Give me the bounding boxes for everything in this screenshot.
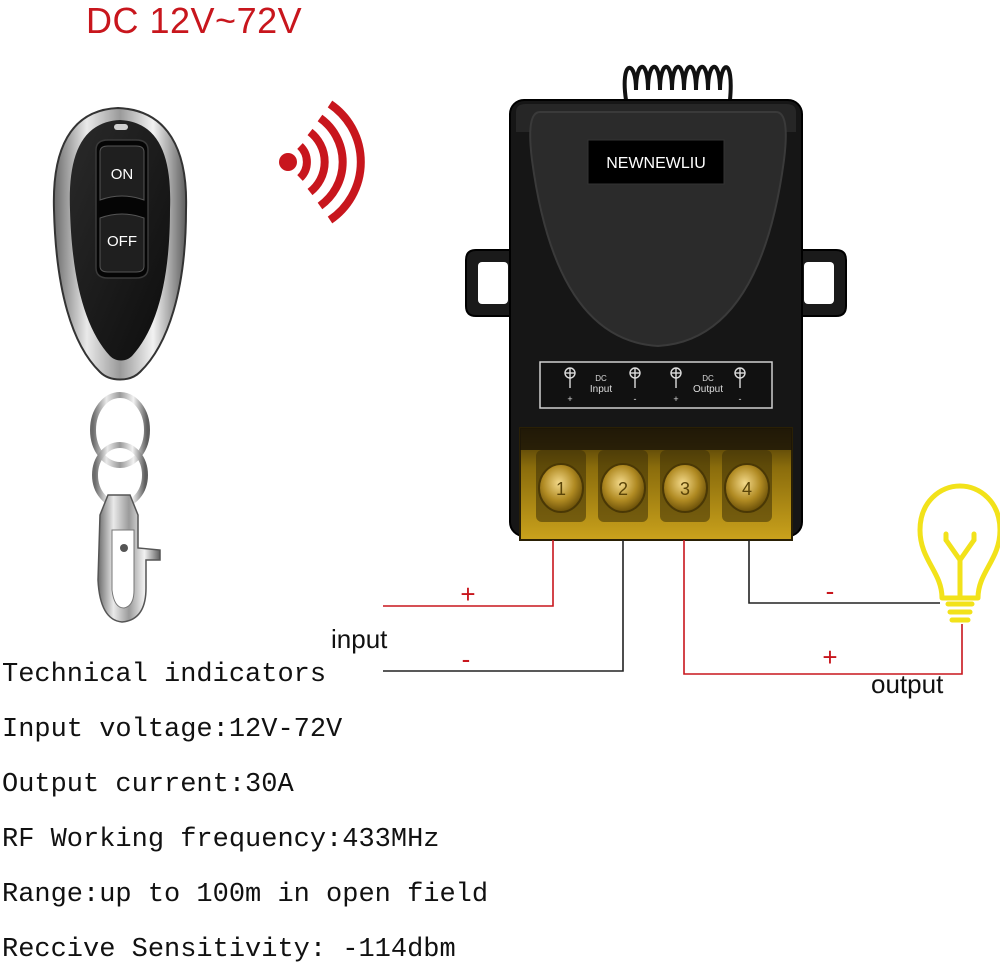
output-positive-wire — [683, 540, 963, 675]
specs-heading: Technical indicators — [2, 660, 327, 690]
terminal-screw-2[interactable]: 2 — [598, 450, 648, 522]
input-minus-sign: - — [462, 644, 471, 674]
output-label: output — [871, 669, 944, 699]
remote-off-button[interactable]: OFF — [99, 213, 145, 273]
terminal-1-polarity: + — [567, 394, 572, 404]
key-ring-icon — [90, 392, 150, 468]
output-negative-wire — [748, 540, 940, 604]
output-terminal-label: Output — [693, 384, 723, 395]
terminal-legend-panel — [539, 361, 773, 409]
input-terminal-label: Input — [590, 384, 612, 395]
wireless-signal-icon — [279, 100, 365, 224]
spec-output-current: Output current:30A — [2, 770, 294, 800]
technical-specs: Technical indicators Input voltage:12V-7… — [2, 648, 488, 978]
terminal-screw-4[interactable]: 4 — [722, 450, 772, 522]
input-label: input — [331, 624, 388, 654]
terminal-4-polarity: - — [739, 394, 742, 404]
terminal-2-polarity: - — [634, 394, 637, 404]
output-minus-sign: - — [826, 576, 835, 606]
input-plus-sign: + — [460, 579, 475, 609]
input-negative-wire — [383, 540, 624, 672]
output-dc-mark: DC — [702, 374, 714, 383]
remote-off-label: OFF — [107, 233, 137, 250]
spec-rf-frequency: RF Working frequency:433MHz — [2, 825, 440, 855]
terminal-number-2: 2 — [618, 479, 628, 499]
terminal-number-3: 3 — [680, 479, 690, 499]
terminal-screws: 1 2 3 4 — [536, 450, 772, 522]
wires — [383, 540, 963, 675]
spec-input-voltage: Input voltage:12V-72V — [2, 715, 343, 745]
input-dc-mark: DC — [595, 374, 607, 383]
terminal-3-polarity: + — [673, 394, 678, 404]
terminal-screw-1[interactable]: 1 — [536, 450, 586, 522]
terminal-number-1: 1 — [556, 479, 566, 499]
brand-label: NEWNEWLIU — [606, 155, 706, 172]
spec-range: Range:up to 100m in open field — [2, 880, 489, 910]
page-title: DC 12V~72V — [86, 0, 303, 41]
led-indicator — [114, 124, 128, 130]
terminal-screw-3[interactable]: 3 — [660, 450, 710, 522]
remote-control: ON OFF — [52, 106, 188, 623]
antenna-icon — [622, 64, 733, 101]
remote-on-label: ON — [111, 166, 134, 183]
terminal-number-4: 4 — [742, 479, 752, 499]
light-bulb-icon — [917, 483, 1000, 623]
output-plus-sign: + — [822, 642, 837, 672]
receiver-module: NEWNEWLIU + - + - DC Input DC Output 1 — [465, 64, 847, 541]
input-positive-wire — [383, 540, 554, 607]
remote-on-button[interactable]: ON — [99, 145, 145, 201]
spec-receiver-sensitivity: Reccive Sensitivity: -114dbm — [2, 935, 456, 965]
